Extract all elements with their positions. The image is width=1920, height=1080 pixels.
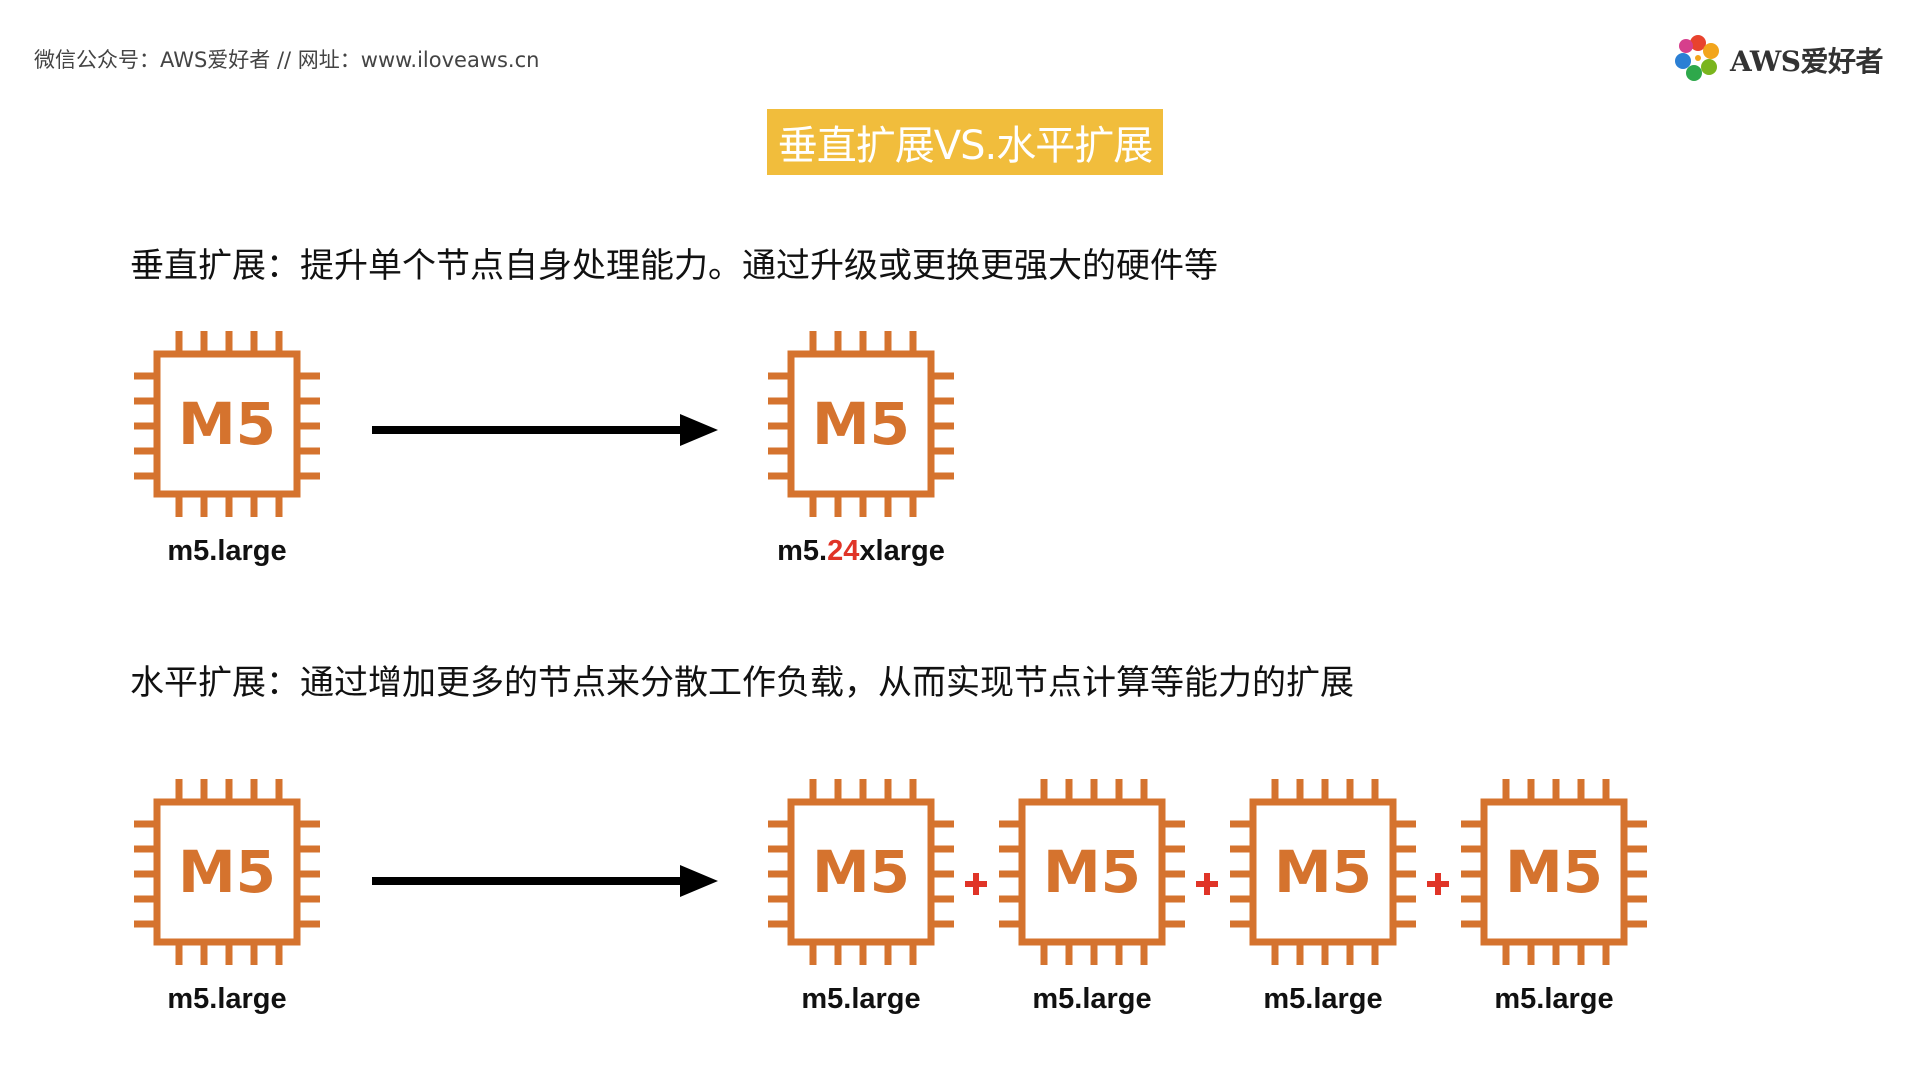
label-prefix: m5.: [777, 535, 828, 567]
horizontal-description: 水平扩展：通过增加更多的节点来分散工作负载，从而实现节点计算等能力的扩展: [130, 663, 1354, 703]
header-note: 微信公众号：AWS爱好者 // 网址：www.iloveaws.cn: [34, 48, 540, 72]
right-arrow-icon: [372, 861, 718, 901]
processor-chip-icon: M5: [999, 779, 1185, 965]
chip-model-text: M5: [178, 838, 276, 906]
plus-icon: [1425, 871, 1451, 897]
title-banner: 垂直扩展VS.水平扩展: [767, 109, 1163, 175]
processor-chip-icon: M5: [1461, 779, 1647, 965]
page-title: 垂直扩展VS.水平扩展: [777, 123, 1153, 169]
logo-text: AWS爱好者: [1730, 45, 1884, 78]
chip-label-horizontal-source: m5.large: [167, 983, 287, 1015]
chip-label-horizontal-target: m5.large: [1032, 983, 1152, 1015]
chip-model-text: M5: [812, 390, 910, 458]
chip-label-vertical-target: m5.24xlarge: [741, 535, 981, 568]
processor-chip-icon: M5: [134, 331, 320, 517]
chip-label-horizontal-target: m5.large: [1263, 983, 1383, 1015]
chip-label-horizontal-target: m5.large: [801, 983, 921, 1015]
processor-chip-icon: M5: [134, 779, 320, 965]
chip-model-text: M5: [1505, 838, 1603, 906]
label-suffix: xlarge: [859, 535, 945, 567]
vertical-description: 垂直扩展：提升单个节点自身处理能力。通过升级或更换更强大的硬件等: [130, 246, 1218, 286]
brand-logo: AWS爱好者: [1672, 32, 1884, 88]
processor-chip-icon: M5: [768, 779, 954, 965]
plus-icon: [1194, 871, 1220, 897]
flower-logo-icon: [1672, 32, 1724, 88]
processor-chip-icon: M5: [1230, 779, 1416, 965]
chip-label-horizontal-target: m5.large: [1494, 983, 1614, 1015]
chip-model-text: M5: [1274, 838, 1372, 906]
label-highlight: 24: [827, 535, 860, 567]
chip-model-text: M5: [1043, 838, 1141, 906]
chip-model-text: M5: [812, 838, 910, 906]
right-arrow-icon: [372, 410, 718, 450]
chip-model-text: M5: [178, 390, 276, 458]
chip-label-vertical-source: m5.large: [167, 535, 287, 567]
processor-chip-icon: M5: [768, 331, 954, 517]
plus-icon: [963, 871, 989, 897]
